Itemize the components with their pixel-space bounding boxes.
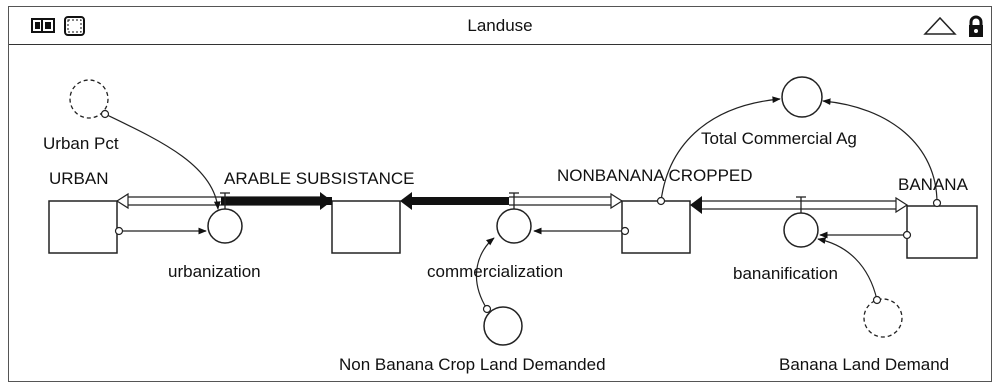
- converter-non-banana-crop-land-demanded[interactable]: [483, 306, 523, 346]
- stock-flow-diagram: Urban Pct URBAN ARABLE SUBSISTANCE NONBA…: [43, 76, 978, 374]
- connector-origin: [620, 226, 630, 236]
- label-total-commercial-ag: Total Commercial Ag: [701, 129, 857, 148]
- label-urban: URBAN: [49, 169, 109, 188]
- triangle-icon[interactable]: [923, 15, 957, 37]
- connector-origin: [100, 109, 110, 119]
- label-commercialization: commercialization: [427, 262, 563, 281]
- connector: [104, 113, 221, 210]
- label-banana: BANANA: [898, 175, 969, 194]
- lock-icon[interactable]: [967, 15, 985, 39]
- label-arable-subsistance: ARABLE SUBSISTANCE: [224, 169, 415, 188]
- connector: [660, 96, 781, 202]
- model-window: Landuse: [8, 6, 992, 382]
- converter-banana-land-demand[interactable]: [863, 298, 903, 338]
- flow-arrowhead: [690, 196, 702, 214]
- connector-origin: [932, 198, 942, 208]
- converter-total-commercial-ag[interactable]: [781, 76, 823, 118]
- connector: [475, 237, 495, 310]
- label-non-banana-crop-land-demanded: Non Banana Crop Land Demanded: [339, 355, 606, 374]
- label-banana-land-demand: Banana Land Demand: [779, 355, 949, 374]
- valve-commercialization[interactable]: [496, 192, 532, 244]
- label-nonbanana-cropped: NONBANANA CROPPED: [557, 166, 753, 185]
- connector: [822, 98, 938, 204]
- connector-origin: [656, 196, 666, 206]
- window-title: Landuse: [467, 16, 533, 35]
- flow-pipe-bananification: [690, 196, 909, 214]
- flow-arrowhead: [895, 196, 909, 214]
- flow-pipe-urbanization: [115, 192, 332, 210]
- flow-arrowhead: [400, 192, 412, 210]
- flow-arrowhead: [610, 192, 624, 210]
- connector-origin: [482, 304, 492, 314]
- book-icon[interactable]: [31, 15, 57, 37]
- label-bananification: bananification: [733, 264, 838, 283]
- flow-arrowhead: [320, 192, 332, 210]
- diagram-canvas: Urban Pct URBAN ARABLE SUBSISTANCE NONBA…: [9, 45, 991, 383]
- stock-arable-subsistance[interactable]: [331, 200, 401, 254]
- stock-banana[interactable]: [906, 205, 978, 259]
- grid-icon[interactable]: [63, 15, 87, 37]
- label-urbanization: urbanization: [168, 262, 261, 281]
- stock-nonbanana-cropped[interactable]: [621, 200, 691, 254]
- label-urban-pct: Urban Pct: [43, 134, 119, 153]
- title-bar: Landuse: [9, 7, 991, 45]
- stock-urban[interactable]: [48, 200, 118, 254]
- valve-urbanization[interactable]: [207, 192, 243, 244]
- valve-bananification[interactable]: [783, 196, 819, 248]
- connector-origin: [872, 295, 882, 305]
- flow-pipe-commercialization: [400, 192, 624, 210]
- converter-urban-pct[interactable]: [69, 79, 109, 119]
- connector-origin: [114, 226, 124, 236]
- connector: [817, 237, 878, 301]
- connector-origin: [902, 230, 912, 240]
- flow-arrowhead: [115, 192, 129, 210]
